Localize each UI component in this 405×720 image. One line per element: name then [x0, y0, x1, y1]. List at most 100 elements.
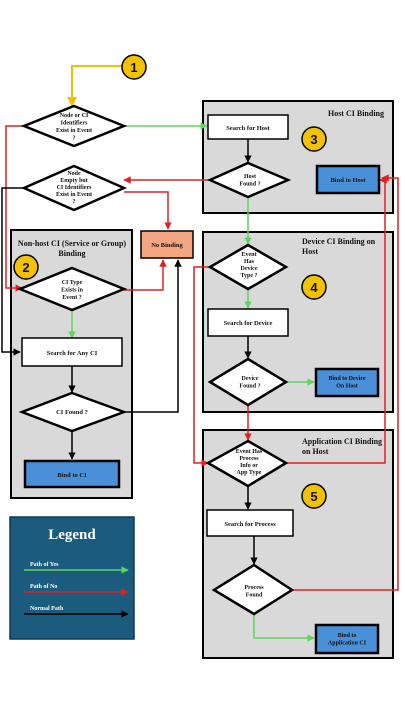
d-proc-line4: App Type: [237, 470, 262, 476]
path-start: [67, 65, 122, 107]
d-host-line2: Found ?: [239, 182, 260, 188]
d1-line1: Node or CI: [60, 113, 89, 119]
d-procf-line2: Found: [246, 593, 263, 599]
d2-line1: Node: [67, 171, 81, 177]
path-d1-no: [5, 125, 24, 292]
d-proc-line1: Event Has: [236, 449, 263, 455]
no-binding-label: No Binding: [151, 242, 183, 249]
decision-process-found: [211, 563, 295, 616]
section-host-title: Host CI Binding: [328, 109, 384, 118]
path-process-found-no: [292, 174, 399, 591]
section-application-title-line1: Application CI Binding: [302, 437, 382, 446]
path-d2-no: [124, 191, 172, 230]
d2-line5: ?: [73, 199, 76, 205]
process-search-device-label: Search for Device: [224, 320, 273, 327]
step-number-1: 1: [130, 60, 137, 75]
process-search-any-ci-label: Search for Any CI: [47, 350, 98, 357]
bind-to-ci-box: [23, 459, 121, 489]
bind-device-line2: On Host: [336, 384, 358, 390]
d-host-line1: Host: [244, 174, 256, 180]
bind-to-device-box: [314, 367, 380, 398]
d-dev-line1: Event: [242, 252, 257, 258]
d-procf-line1: Process: [244, 585, 264, 591]
process-search-process-label: Search for Process: [224, 521, 276, 528]
d1-line2: Identifiers: [61, 121, 88, 127]
step-badge-3: [301, 126, 327, 152]
step-badge-2: [13, 254, 39, 280]
decision-host-found: [206, 161, 292, 199]
path-ci-type-no: [124, 259, 167, 291]
section-device-title-line2: Host: [302, 247, 318, 256]
decision-node-or-ci-identifiers: [20, 104, 128, 148]
process-search-process: [206, 509, 294, 537]
d-proc-line3: Info or: [240, 463, 258, 469]
process-search-any-ci: [21, 337, 123, 367]
section-device-title-line1: Device CI Binding on: [302, 237, 376, 246]
legend-no-label: Path of No: [30, 584, 57, 590]
legend-normal-label: Normal Path: [30, 606, 64, 612]
path-ci-found-no: [124, 259, 182, 413]
section-nonhost-title-line2: Binding: [58, 249, 85, 258]
step-badge-1: [121, 54, 147, 80]
d1-line4: ?: [73, 136, 76, 142]
step-badge-5: [301, 483, 327, 509]
d2-line4: Exist in Event: [56, 192, 92, 198]
decision-node-empty: [20, 164, 128, 212]
decision-process-info: [205, 439, 289, 488]
d-proc-line2: Process: [239, 456, 259, 462]
step-number-3: 3: [310, 132, 317, 147]
process-search-host-label: Search for Host: [226, 125, 270, 132]
d3-line1: CI Type: [62, 280, 83, 286]
d-dev-line3: Device: [241, 266, 258, 272]
bind-app-line1: Bind to: [338, 633, 357, 639]
section-application-title-line2: on Host: [302, 447, 329, 456]
bind-to-host-label: Bind to Host: [330, 177, 366, 184]
legend-yes-label: Path of Yes: [30, 562, 59, 568]
section-nonhost-title: Non-host CI (Service or Group)Binding: [18, 239, 126, 258]
decision-ci-found: [18, 391, 128, 433]
decision-ci-found-label: CI Found ?: [56, 409, 88, 416]
path-device-type-no: [193, 266, 210, 467]
path-process-found-yes: [253, 614, 315, 642]
step-badge-4: [301, 274, 327, 300]
d2-line2: Empty but: [60, 178, 88, 184]
section-nonhost-title-line1: Non-host CI (Service or Group): [18, 239, 126, 248]
bind-to-application-box: [314, 623, 380, 655]
d3-line2: Exists in: [61, 288, 84, 294]
bind-to-device-label: Bind to Device On Host: [328, 376, 366, 390]
d2-line3: CI Identifiers: [57, 185, 92, 191]
d-devf-line1: Device: [242, 376, 259, 382]
no-binding-box: [140, 230, 194, 259]
bind-to-ci-label: Bind to CI: [57, 472, 87, 479]
bind-to-host-box: [315, 164, 381, 195]
d3-line3: Event ?: [62, 295, 82, 301]
d-devf-line2: Found ?: [239, 384, 260, 390]
process-search-device: [207, 308, 289, 337]
bind-to-application-label: Bind to Application CI: [328, 633, 367, 647]
d1-line3: Exist in Event: [56, 128, 92, 134]
step-number-4: 4: [310, 280, 318, 295]
decision-device-type: [207, 243, 289, 291]
bind-device-line1: Bind to Device: [328, 376, 366, 382]
step-number-2: 2: [22, 260, 29, 275]
d-dev-line2: Has: [244, 259, 255, 265]
legend-panel: [9, 516, 135, 640]
legend-title: Legend: [48, 527, 96, 543]
decision-ci-type: [16, 266, 128, 312]
path-d2-yes: [1, 187, 24, 356]
bind-app-line2: Application CI: [328, 641, 367, 647]
decision-device-found: [207, 357, 289, 407]
d-dev-line4: Type ?: [240, 273, 257, 279]
process-search-host: [207, 114, 289, 140]
